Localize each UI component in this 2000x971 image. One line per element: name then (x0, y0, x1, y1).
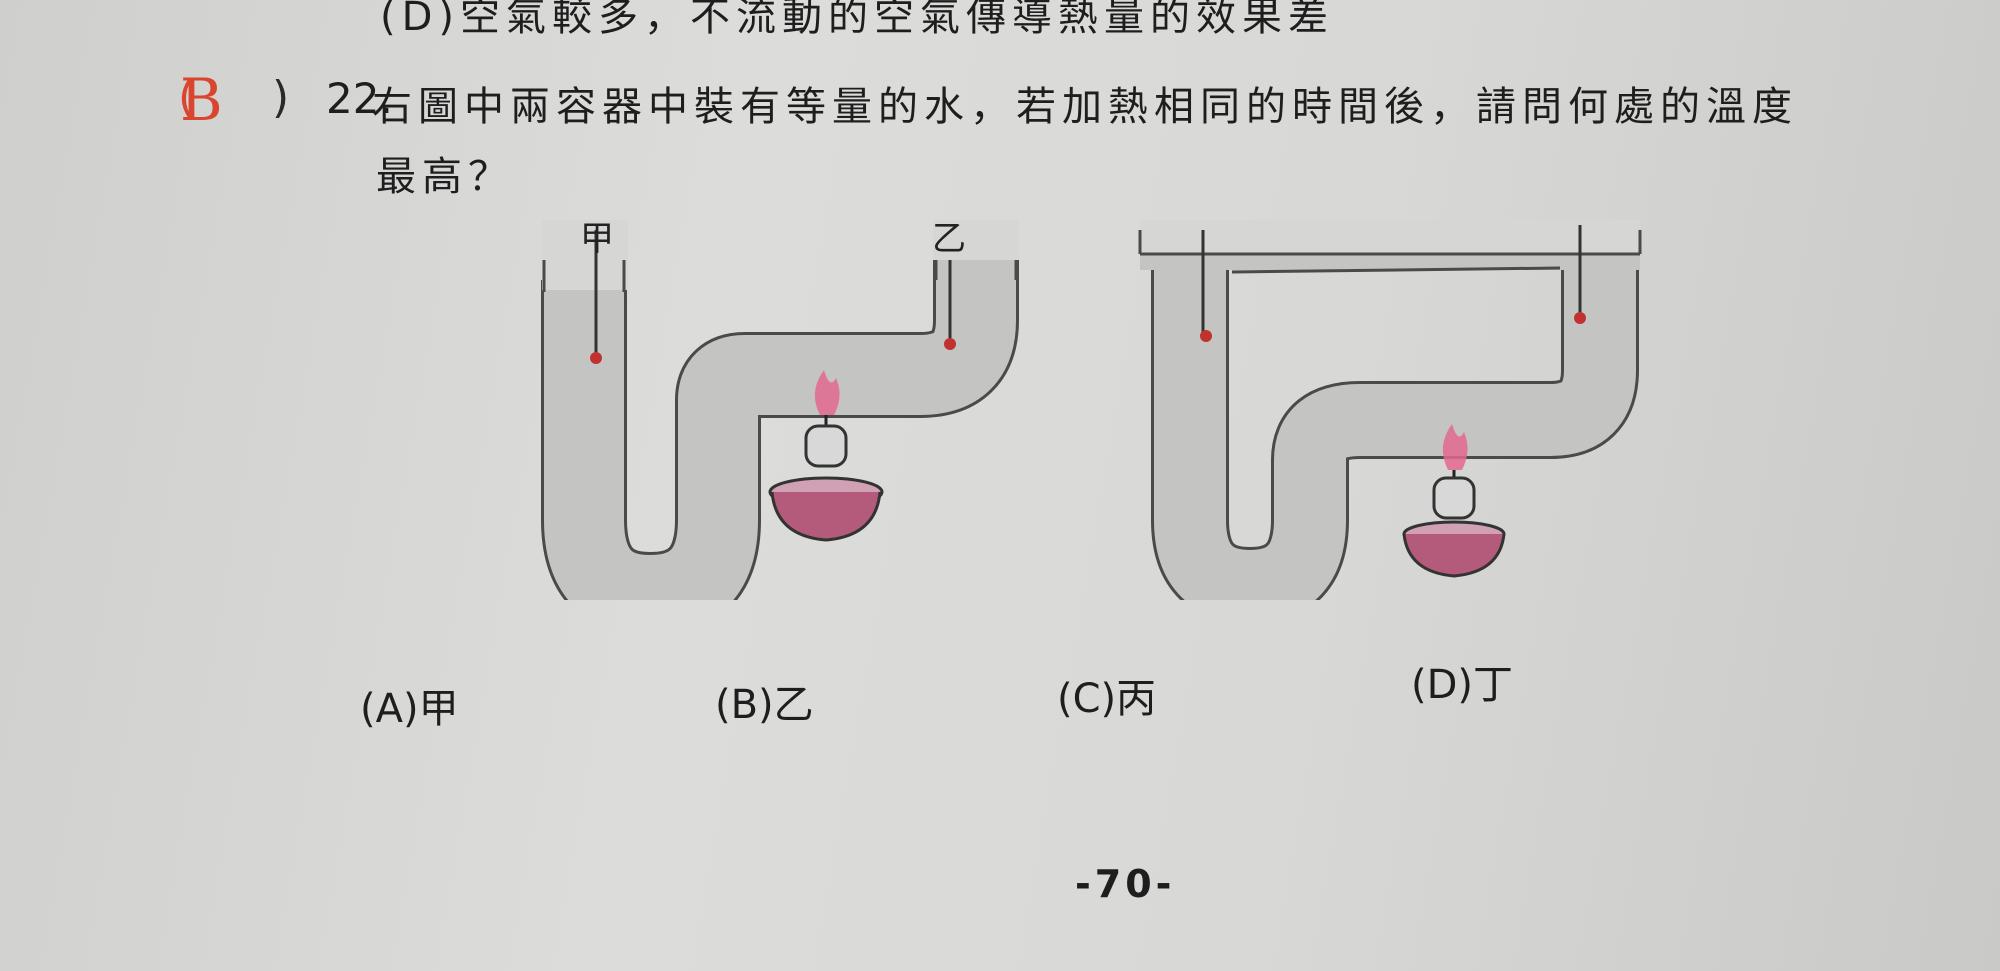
thermometer-yi (944, 260, 956, 350)
label-yi: 乙 (932, 220, 966, 259)
question-text-line2: 最高？ (376, 154, 514, 200)
right-pipe-container (1138, 220, 1642, 600)
option-c: (C)丙 (1057, 676, 1157, 722)
thermometer-ding (1574, 225, 1586, 324)
question-number: 22. (326, 74, 393, 123)
option-a: (A)甲 (360, 686, 459, 732)
option-b: (B)乙 (715, 682, 814, 728)
answer-paren-left: ( (178, 72, 196, 123)
page-number: -70- (1075, 862, 1176, 906)
experiment-diagram: 甲 乙 丙 丁 (541, 220, 1642, 600)
option-d: (D)丁 (1411, 662, 1514, 708)
previous-option-d: (D)空氣較多，不流動的空氣傳導熱量的效果差 (380, 0, 1335, 40)
alcohol-burner-left (768, 370, 884, 542)
left-u-tube (541, 220, 1019, 600)
alcohol-burner-right (1402, 424, 1506, 578)
question-text-line1: 右圖中兩容器中裝有等量的水，若加熱相同的時間後，請問何處的溫度 (372, 84, 1798, 130)
thermometer-bing (1200, 230, 1212, 342)
label-jia: 甲 (580, 220, 614, 259)
handwritten-answer: B (180, 66, 223, 134)
answer-paren-right: ) (272, 72, 290, 123)
thermometer-jia (590, 230, 602, 364)
